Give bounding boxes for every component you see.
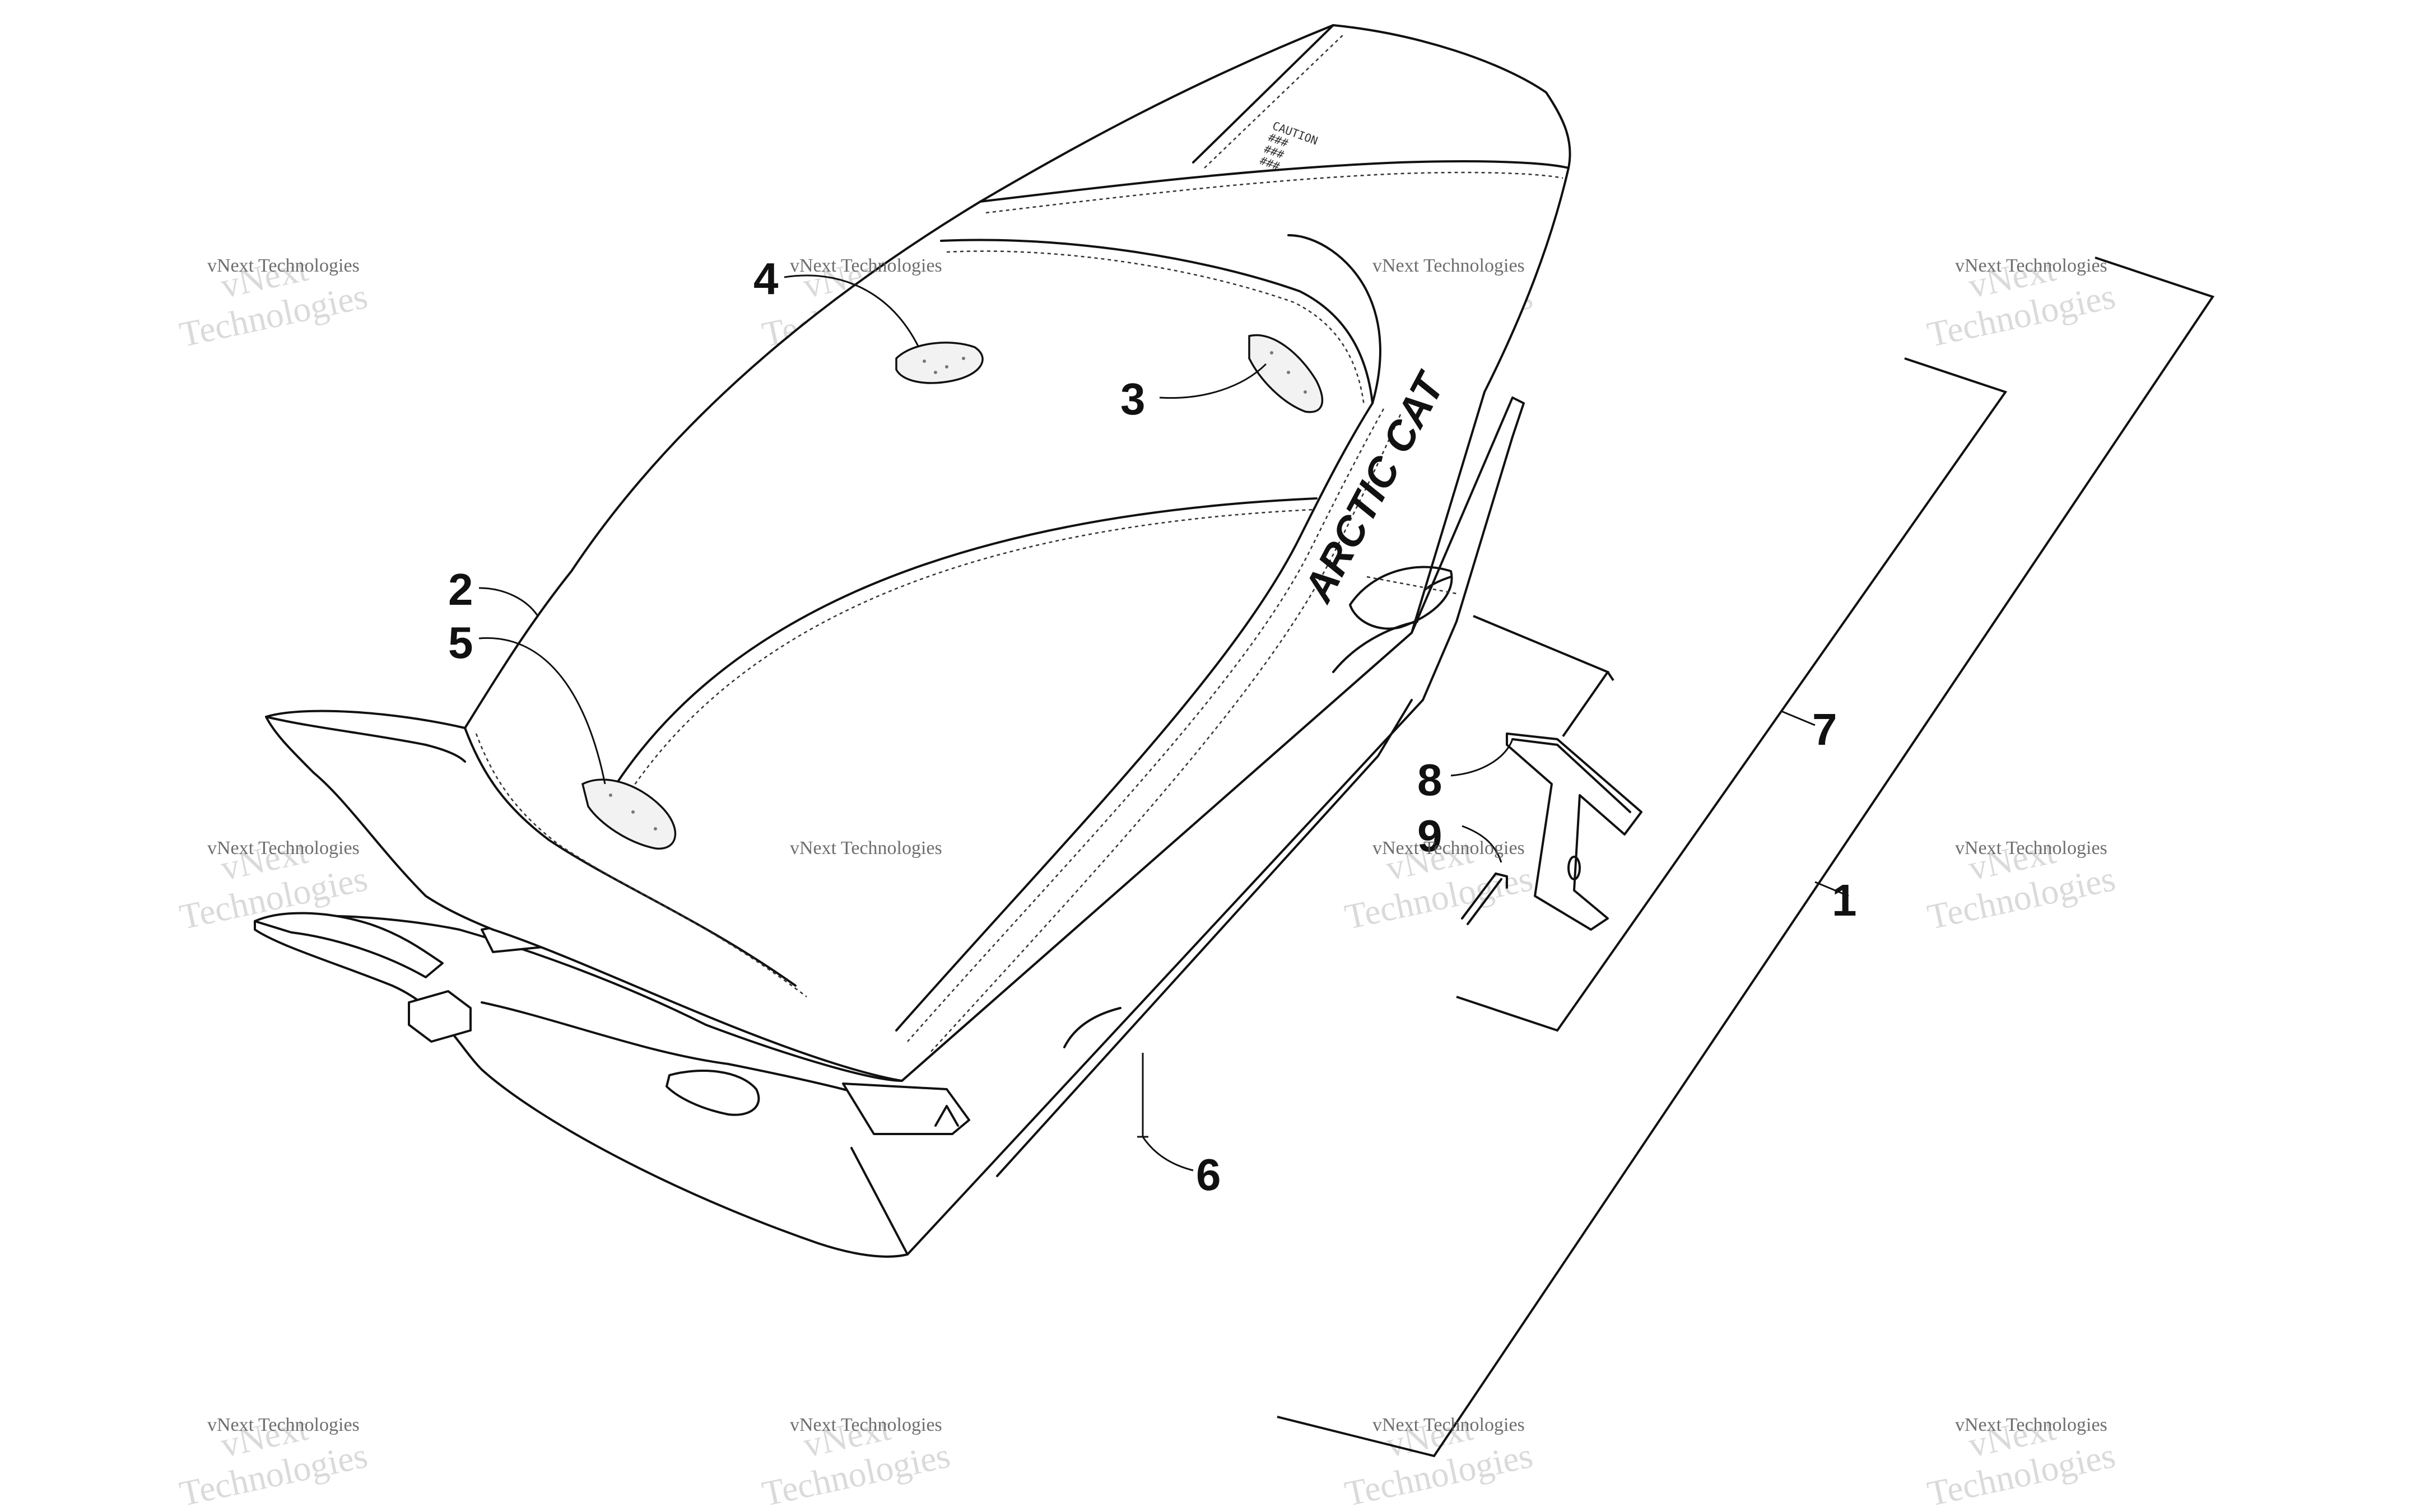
- latch-bracket-edge: [1511, 738, 1631, 813]
- latch-screw: [1461, 872, 1508, 925]
- foam-dot: [654, 827, 657, 830]
- callout-4: 4: [753, 254, 779, 304]
- seat-tail-edge: [1192, 24, 1334, 164]
- seat-rear-seam: [464, 727, 797, 987]
- callout-9: 9: [1417, 811, 1442, 861]
- bracket-kit-1: [1277, 256, 2215, 1458]
- leader-9: [1462, 825, 1502, 863]
- callout-5: 5: [448, 618, 473, 668]
- seat-tail-side: [1287, 234, 1381, 404]
- watermark-small: vNext Technologies: [1372, 838, 1525, 858]
- seat-cover: CAUTION ### ### ### ARCTIC CAT: [265, 24, 1571, 1082]
- latch-marker: [934, 1105, 959, 1127]
- latch-bracket: [1506, 732, 1642, 931]
- watermark-small: vNext Technologies: [207, 255, 360, 276]
- latch-bracket-slot: [1567, 856, 1581, 880]
- foam-pad-shape: [895, 342, 984, 384]
- watermark-small: vNext Technologies: [1955, 838, 2107, 858]
- seat-pan-contour: [1063, 1007, 1121, 1048]
- leader-4: [784, 274, 920, 348]
- seat-cover-outline: [265, 24, 1571, 1082]
- seat-front-tip: [265, 716, 466, 763]
- leader-1: [1814, 881, 1849, 897]
- bracket-kit-7: [1456, 357, 2008, 1032]
- callout-6: 6: [1196, 1150, 1221, 1200]
- foam-dot: [1270, 351, 1273, 354]
- seat-top-seam: [940, 239, 1374, 404]
- seat-side-fold: [1349, 566, 1453, 630]
- foam-dot: [962, 357, 965, 360]
- watermark-small: vNext Technologies: [790, 1415, 942, 1435]
- leader-6: [1137, 1053, 1194, 1172]
- seat-tail-stitch: [985, 171, 1563, 214]
- callout-2: 2: [448, 564, 473, 614]
- foam-dot: [923, 360, 926, 363]
- seat-pan-contour: [850, 1147, 909, 1256]
- foam-dot: [609, 794, 612, 797]
- leader-8: [1450, 739, 1514, 777]
- seat-center-stitch: [626, 508, 1314, 796]
- foam-dot: [1304, 390, 1307, 394]
- bracket-sub-8b: [1607, 671, 1614, 682]
- watermark-small: vNext Technologies: [1372, 1415, 1525, 1435]
- watermark-small: vNext Technologies: [790, 255, 942, 276]
- foam-dot: [934, 371, 937, 374]
- seat-side-seam: [895, 402, 1374, 1032]
- callout-8: 8: [1417, 755, 1442, 805]
- watermark-small: vNext Technologies: [1372, 255, 1525, 276]
- foam-dot: [945, 365, 948, 368]
- foam-pad-shape: [581, 778, 677, 850]
- callout-3: 3: [1120, 374, 1146, 424]
- watermark-small: vNext Technologies: [790, 838, 942, 858]
- seat-tail-stitch: [1204, 33, 1345, 169]
- dashed-link: [1366, 576, 1457, 595]
- leader-lines: [478, 274, 1849, 1172]
- leader-2: [478, 587, 539, 617]
- seat-side-fold: [1332, 620, 1418, 673]
- seat-side-stitch: [929, 414, 1402, 1053]
- watermark-small: vNext Technologies: [1955, 1415, 2107, 1435]
- leader-3: [1159, 363, 1267, 399]
- foam-dot: [631, 810, 635, 814]
- watermark-small: vNext Technologies: [207, 838, 360, 858]
- seat-center-seam: [615, 497, 1318, 785]
- mount-tab: [408, 990, 472, 1043]
- rear-grab-left: [254, 912, 444, 978]
- callout-labels: 2 5 4 3 6 7 1 8 9: [448, 254, 1857, 1200]
- leader-7: [1781, 710, 1816, 726]
- seat-pan-contour: [996, 699, 1413, 1177]
- foam-pad-3: [1248, 334, 1323, 413]
- handle-cutout: [666, 1070, 760, 1116]
- watermark-small: vNext Technologies: [207, 1415, 360, 1435]
- foam-pad-5: [581, 778, 677, 850]
- latch-bracket-assembly: [1366, 576, 1642, 931]
- seat-top-stitch: [946, 250, 1365, 407]
- leader-5: [478, 637, 606, 785]
- seat-base: [254, 396, 1525, 1258]
- watermark-small: vNext Technologies: [1955, 255, 2107, 276]
- foam-pad-4: [895, 342, 984, 384]
- seat-rear-stitch: [475, 733, 807, 997]
- watermark-small-layer: vNext Technologies vNext Technologies vN…: [207, 255, 2107, 1435]
- seat-tail-seam: [979, 160, 1570, 203]
- foam-dot: [1287, 371, 1290, 374]
- callout-1: 1: [1832, 875, 1857, 925]
- callout-7: 7: [1812, 704, 1837, 754]
- bracket-sub-8: [1473, 615, 1610, 738]
